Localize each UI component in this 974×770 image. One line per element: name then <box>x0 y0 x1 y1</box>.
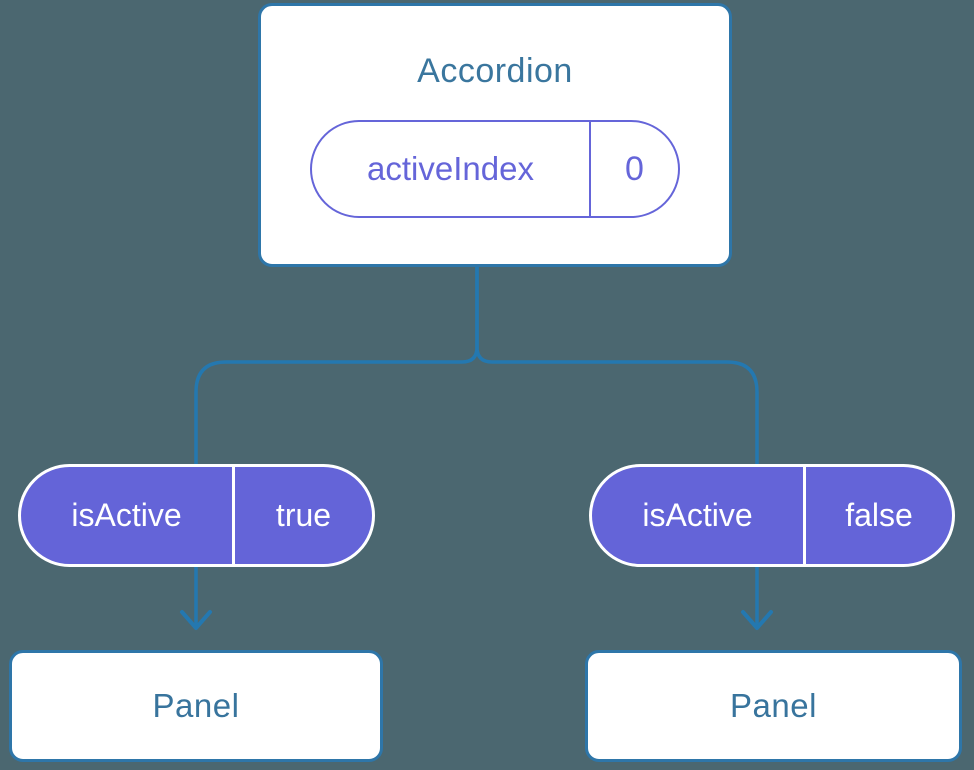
branch-line-left <box>194 258 479 627</box>
arrow-down-icon <box>741 610 773 630</box>
panel-component-card: Panel <box>585 650 962 762</box>
state-value: 0 <box>625 149 644 188</box>
state-pill-activeindex: activeIndex 0 <box>310 120 680 218</box>
prop-value: true <box>275 497 332 533</box>
accordion-component-card: Accordion activeIndex 0 <box>258 3 732 267</box>
component-title: Accordion <box>417 52 573 90</box>
prop-pill-isactive-false: isActive false <box>589 464 955 567</box>
prop-pill-isactive-true: isActive true <box>18 464 375 567</box>
prop-value: false <box>845 497 913 533</box>
prop-name: isActive <box>71 497 182 533</box>
branch-line-right <box>475 258 759 627</box>
prop-name: isActive <box>642 497 753 533</box>
arrow-down-icon <box>180 610 212 630</box>
pill-divider <box>803 467 806 564</box>
pill-divider <box>232 467 235 564</box>
panel-component-card: Panel <box>9 650 383 762</box>
pill-divider <box>589 122 591 216</box>
state-name: activeIndex <box>367 150 534 187</box>
